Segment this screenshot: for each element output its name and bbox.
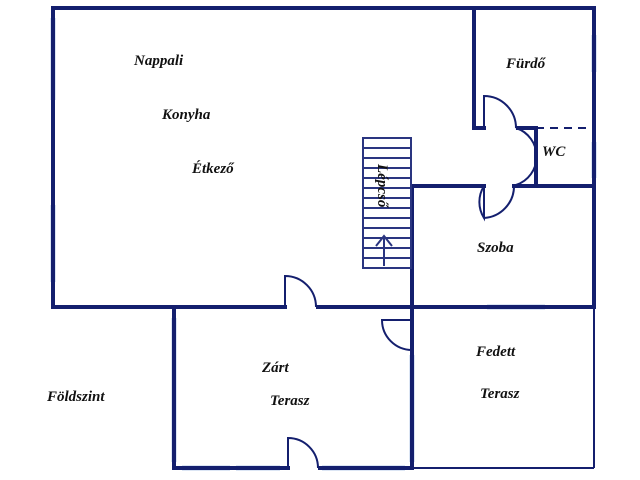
door-szoba bbox=[483, 185, 516, 219]
label-fedett-terasz: Terasz bbox=[480, 386, 520, 402]
door-zart-entrance bbox=[287, 436, 319, 469]
label-fedett: Fedett bbox=[475, 344, 516, 360]
door-furdo bbox=[483, 94, 517, 129]
door-fedett bbox=[380, 319, 413, 351]
doors bbox=[284, 94, 538, 469]
label-nappali: Nappali bbox=[133, 53, 184, 69]
label-floor: Földszint bbox=[46, 389, 105, 405]
label-zart: Zárt bbox=[261, 360, 290, 376]
door-wc-arc bbox=[515, 127, 538, 186]
door-hall bbox=[478, 185, 485, 222]
door-main bbox=[284, 274, 317, 308]
stair-arrow-head bbox=[375, 234, 393, 247]
label-furdo: Fürdő bbox=[505, 56, 547, 72]
walls bbox=[51, 6, 596, 470]
label-konyha: Konyha bbox=[161, 107, 211, 123]
staircase bbox=[362, 137, 412, 269]
label-szoba: Szoba bbox=[477, 240, 514, 256]
label-lepcso: Lépcső bbox=[374, 163, 390, 209]
label-zart-terasz: Terasz bbox=[270, 393, 310, 409]
label-wc: WC bbox=[542, 144, 566, 160]
label-etkezo: Étkező bbox=[191, 160, 235, 177]
fedett-terasz-outline bbox=[412, 307, 595, 469]
